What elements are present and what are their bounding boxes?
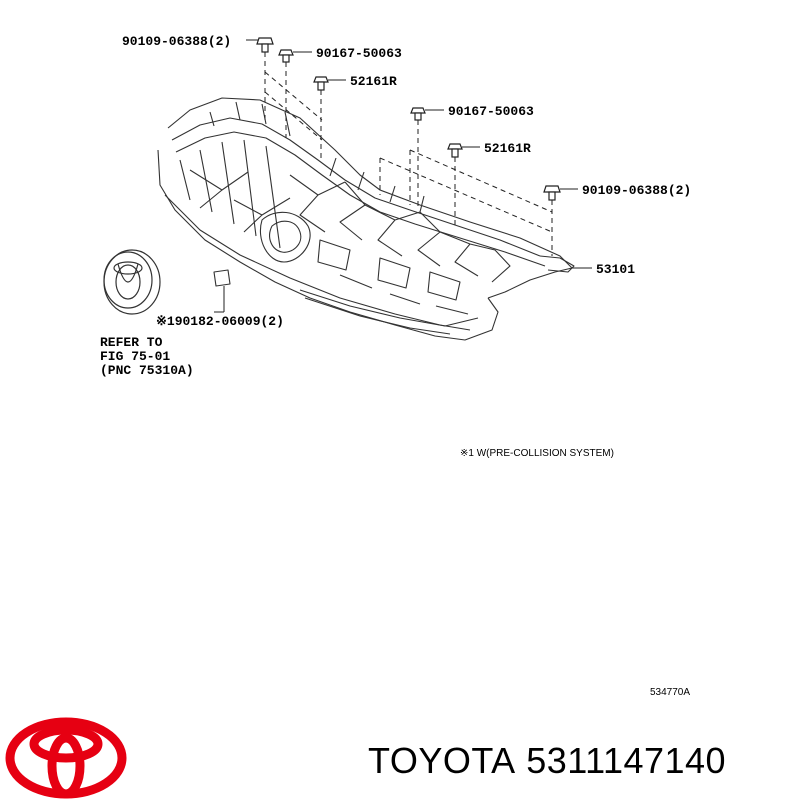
clip-icon	[278, 49, 294, 63]
reference-line-2: FIG 75-01	[100, 349, 170, 364]
installation-lines	[264, 52, 553, 256]
callout-clip-r-mid: 52161R	[484, 141, 531, 156]
callout-sensor-bracket: ※190182-06009(2)	[156, 314, 284, 329]
callout-clip-top: 90167-50063	[316, 46, 402, 61]
callout-clip-mid: 90167-50063	[448, 104, 534, 119]
callout-bolt-top-left: 90109-06388(2)	[122, 34, 231, 49]
reference-line-1: REFER TO	[100, 335, 163, 350]
reference-line-3: (PNC 75310A)	[100, 363, 194, 378]
leader-lines	[214, 39, 592, 313]
bolt-icon	[256, 37, 274, 53]
bolt-icon	[543, 185, 561, 201]
brand-line: TOYOTA 5311147140	[368, 740, 726, 782]
clip-icon	[410, 107, 426, 121]
brand-name: TOYOTA	[368, 740, 516, 781]
toyota-logo-icon	[5, 717, 127, 799]
fasteners	[256, 37, 561, 201]
grille-illustration	[157, 97, 575, 341]
part-number: 5311147140	[526, 740, 727, 781]
footnote: ※1 W(PRE-COLLISION SYSTEM)	[460, 448, 614, 459]
clip-icon	[447, 143, 463, 158]
callout-clip-r-top: 52161R	[350, 74, 397, 89]
emblem-illustration	[103, 249, 161, 315]
diagram-code: 534770A	[650, 687, 690, 698]
callout-grille: 53101	[596, 262, 635, 277]
callout-bolt-right: 90109-06388(2)	[582, 183, 691, 198]
clip-icon	[313, 76, 329, 91]
